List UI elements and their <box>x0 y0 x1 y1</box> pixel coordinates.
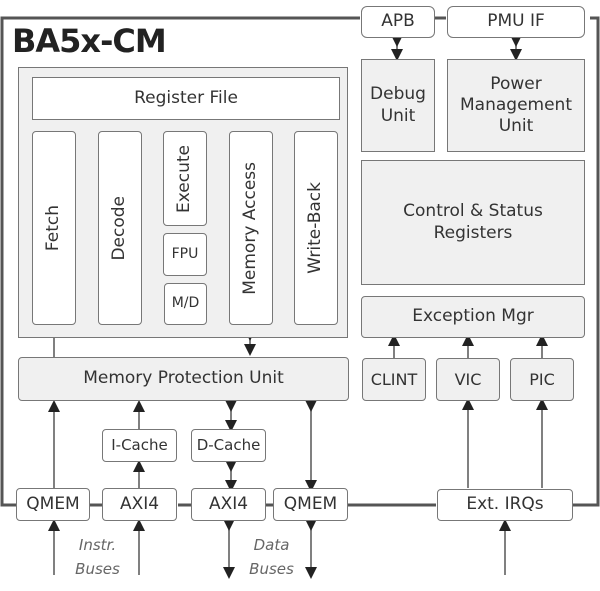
data-buses-label: Data Buses <box>244 533 299 581</box>
axi4-instr-port: AXI4 <box>102 488 177 521</box>
vic: VIC <box>436 358 500 401</box>
stage-fetch: Fetch <box>32 131 76 325</box>
clint: CLINT <box>362 358 426 401</box>
power-management-unit: Power Management Unit <box>447 59 585 152</box>
stage-write-back-label: Write-Back <box>305 182 326 274</box>
data-buses-label-line2: Buses <box>249 560 294 578</box>
pic: PIC <box>510 358 574 401</box>
dcache: D-Cache <box>191 429 266 462</box>
stage-execute: Execute <box>163 131 207 226</box>
chip-outline <box>0 16 360 507</box>
unit-fpu: FPU <box>163 233 207 276</box>
debug-unit: Debug Unit <box>361 59 435 152</box>
stage-memory-access: Memory Access <box>229 131 273 325</box>
stage-decode: Decode <box>98 131 142 325</box>
instr-buses-label-line1: Instr. <box>78 536 117 554</box>
unit-md: M/D <box>164 283 207 325</box>
control-status-registers: Control & Status Registers <box>361 160 585 285</box>
apb-port: APB <box>361 6 435 38</box>
chip-title: BA5x-CM <box>12 22 167 60</box>
qmem-data-port: QMEM <box>273 488 348 521</box>
register-file: Register File <box>32 77 340 120</box>
data-buses-label-line1: Data <box>253 536 290 554</box>
stage-fetch-label: Fetch <box>43 204 64 252</box>
exception-manager: Exception Mgr <box>361 296 585 338</box>
memory-protection-unit: Memory Protection Unit <box>18 357 349 401</box>
instr-buses-label: Instr. Buses <box>70 533 125 581</box>
icache: I-Cache <box>102 429 177 462</box>
stage-decode-label: Decode <box>109 195 130 261</box>
stage-execute-label: Execute <box>174 144 195 213</box>
pmu-if-port: PMU IF <box>447 6 585 38</box>
axi4-data-port: AXI4 <box>191 488 266 521</box>
stage-write-back: Write-Back <box>294 131 338 325</box>
ext-irqs-port: Ext. IRQs <box>437 489 573 521</box>
qmem-instr-port: QMEM <box>16 488 90 521</box>
stage-memory-access-label: Memory Access <box>240 161 261 295</box>
instr-buses-label-line2: Buses <box>75 560 120 578</box>
